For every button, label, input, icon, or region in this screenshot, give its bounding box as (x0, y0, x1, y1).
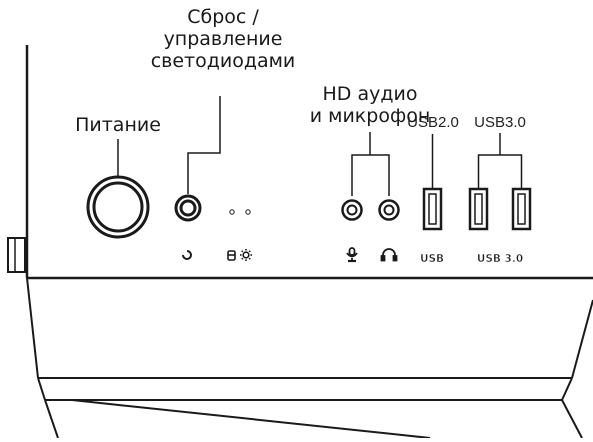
headphone-jack (378, 199, 400, 221)
usb3-port-1 (468, 187, 489, 231)
power-label: Питание (60, 114, 176, 136)
case-base (26, 277, 593, 439)
reset-led-label-line-1: Сброс / (187, 6, 259, 28)
usb2-mark: USB (420, 253, 444, 265)
reset-led-label-line-2: управление (163, 28, 283, 50)
power-led-icon (240, 249, 252, 261)
usb2-port (422, 187, 443, 231)
usb3-leader (477, 154, 523, 189)
hd-audio-label: HD аудио и микрофон (262, 83, 478, 127)
hdd-led-icon (227, 250, 236, 261)
microphone-icon (346, 247, 358, 263)
microphone-jack (341, 199, 363, 221)
reset-led-label-line-3: светодиодами (150, 50, 296, 72)
headphones-icon (380, 248, 398, 262)
usb3-mark: USB 3.0 (477, 253, 523, 265)
power-label-text: Питание (75, 114, 161, 136)
usb3-port-2 (511, 187, 532, 231)
reset-icon (182, 250, 192, 260)
power-button (86, 175, 150, 239)
reset-leader (187, 96, 221, 194)
case-outline (7, 45, 593, 280)
usb3-label-text: USB3.0 (474, 114, 526, 131)
audio-leader (351, 154, 390, 196)
hd-audio-label-line-1: HD аудио (322, 83, 418, 105)
usb2-label: USB2.0 (397, 112, 469, 134)
hd-audio-label-line-2: и микрофон (309, 105, 431, 127)
status-leds (229, 209, 251, 215)
usb3-label: USB3.0 (464, 112, 536, 134)
reset-button (174, 194, 202, 222)
usb2-label-text: USB2.0 (407, 114, 459, 131)
reset-led-label: Сброс / управление светодиодами (128, 6, 318, 72)
